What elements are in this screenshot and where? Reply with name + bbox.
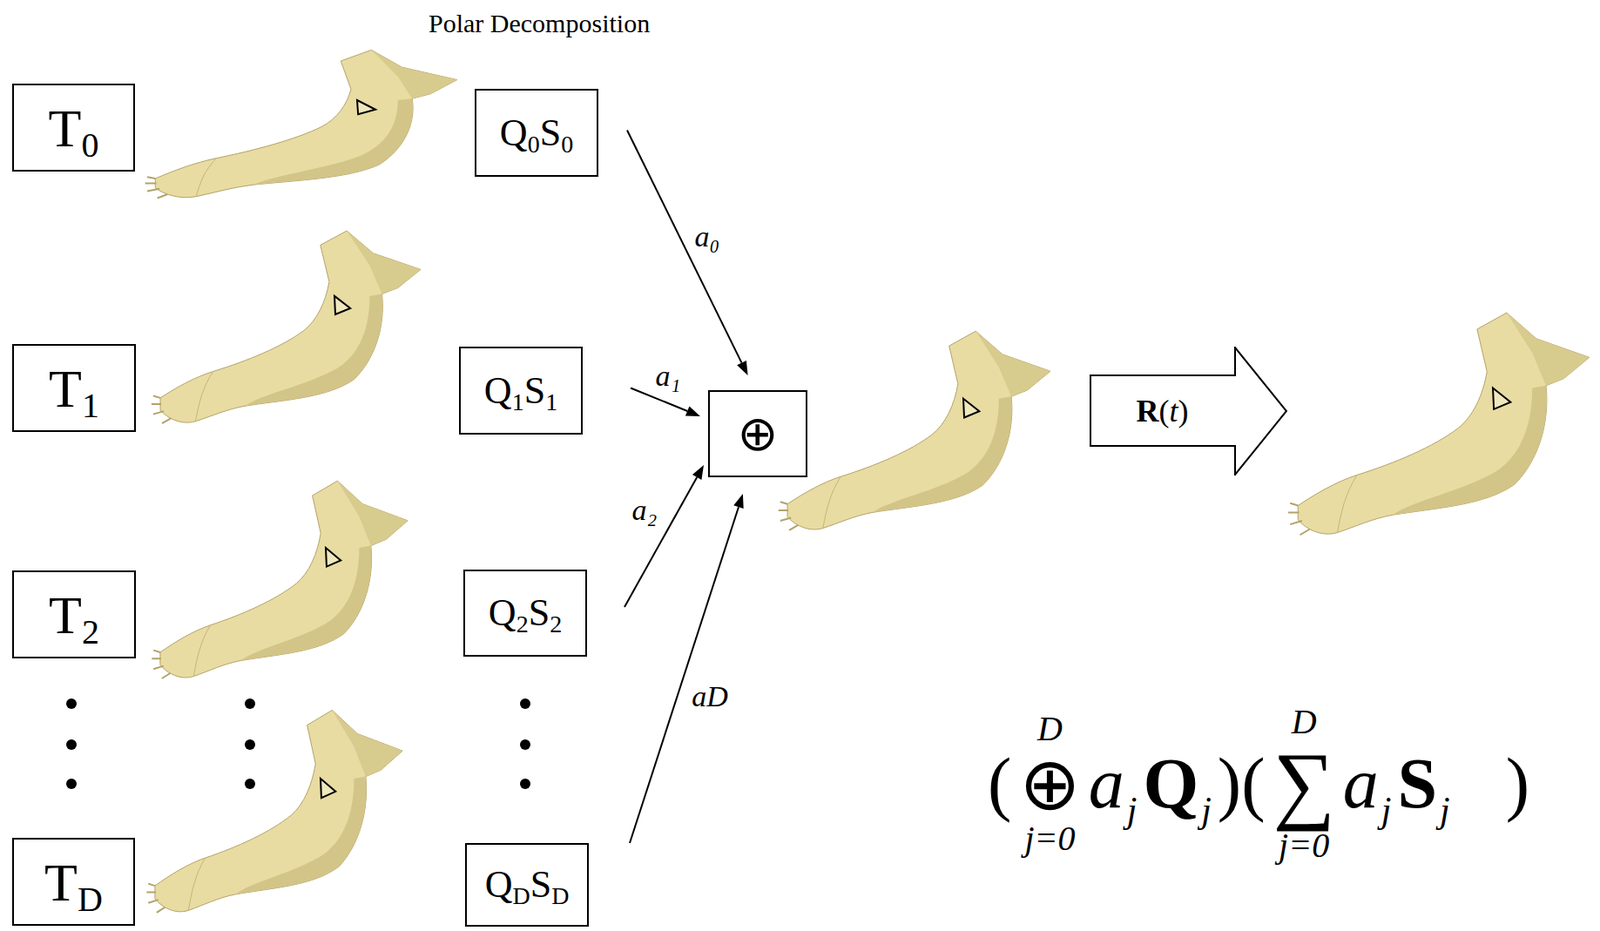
subscript: 0 [81,128,99,163]
arrowhead [685,405,701,417]
arrowhead [692,465,704,480]
node-label: Q1S1 [484,371,558,411]
subscript: D [77,882,103,918]
matrix-letter: S [540,114,561,153]
node-label: T2 [48,587,100,642]
transform-box: TD [12,837,136,926]
lower-limit: j=0 [1024,820,1075,858]
weight-label: a₂ [630,495,660,526]
weight-arrow [629,493,744,844]
box-letter: T [48,101,82,156]
weight-arrow [627,129,749,376]
arrowhead [736,360,748,376]
arrowhead [733,493,743,509]
subscript-index: j [1439,791,1451,829]
subscript: D [551,884,569,909]
subscript: D [512,884,530,909]
block-arrow-shape [1089,346,1288,476]
weight-arrow [630,387,701,417]
node-label: Q2S2 [488,594,562,633]
matrix-letter: Q [488,594,517,633]
arrow-body: R(t) [1089,375,1236,446]
operator-symbol: ⊕ [1019,747,1081,821]
figure-title: Polar Decomposition [428,8,650,39]
weight-arrow [624,465,704,608]
rotation-arrow: R(t) [1089,346,1288,476]
connector-line [630,387,688,412]
subscript: 1 [81,388,100,424]
subscript: 0 [560,132,574,157]
box-letter: T [48,587,82,642]
big-operator: D⊕j=0 [1019,710,1081,858]
upper-limit: D [1037,710,1063,748]
subscript: 1 [545,390,558,415]
decomposition-box: Q2S2 [463,569,588,657]
transform-box: T0 [12,83,136,172]
lower-limit: j=0 [1278,827,1330,865]
matrix-symbol: S [1397,748,1438,820]
parenthesis: ) [1505,748,1530,820]
blend-operator: ⊕ [737,409,779,459]
node-label: T0 [48,101,100,156]
big-operator: D∑j=0 [1272,703,1335,865]
node-label: T1 [48,361,100,416]
blend-formula: (D⊕j=0ajQj)(D∑j=0ajSj) [985,696,1533,871]
weight-label: a₁ [654,361,683,392]
connector-line [624,477,697,608]
matrix-letter: S [530,865,552,905]
weight-label: a₀ [693,222,723,252]
rotation-symbol: R [1135,395,1159,427]
subscript: 1 [512,390,525,415]
node-label: QDSD [485,865,570,905]
matrix-letter: S [524,371,546,411]
blend-box: ⊕ [708,390,808,478]
time-variable: t [1168,395,1178,427]
subscript: 0 [527,132,541,157]
subscript: 2 [81,614,100,650]
parenthesis: ( [987,748,1012,820]
subscript-index: j [1201,791,1212,829]
block-arrow-outline [1090,347,1287,475]
decomposition-box: QDSD [465,843,589,927]
parenthesis: ( [1158,395,1169,427]
weight-symbol: a [1088,748,1125,820]
matrix-letter: Q [485,865,514,905]
operator-symbol: ∑ [1272,740,1335,828]
weight-label: aD [689,681,730,712]
parenthesis: )( [1217,748,1266,820]
node-label: R(t) [1135,395,1189,427]
connector-line [629,506,739,844]
node-label: Q0S0 [499,114,574,153]
node-label: ⊕ [737,409,779,459]
subscript: 2 [516,612,529,637]
box-letter: T [44,855,78,910]
connector-line [627,129,743,363]
subscript-index: j [1381,791,1392,829]
box-letter: T [48,361,82,416]
subscript: 2 [549,612,562,637]
matrix-letter: S [528,594,550,633]
matrix-letter: Q [484,371,513,411]
matrix-letter: Q [499,114,528,153]
subscript-index: j [1127,791,1138,829]
parenthesis: ) [1178,395,1189,427]
matrix-symbol: Q [1142,748,1199,820]
transform-box: T1 [12,344,136,433]
decomposition-box: Q0S0 [474,88,599,177]
decomposition-box: Q1S1 [459,346,583,435]
transform-box: T2 [12,570,136,659]
node-label: TD [44,855,103,910]
weight-symbol: a [1343,748,1379,820]
upper-limit: D [1291,703,1317,741]
